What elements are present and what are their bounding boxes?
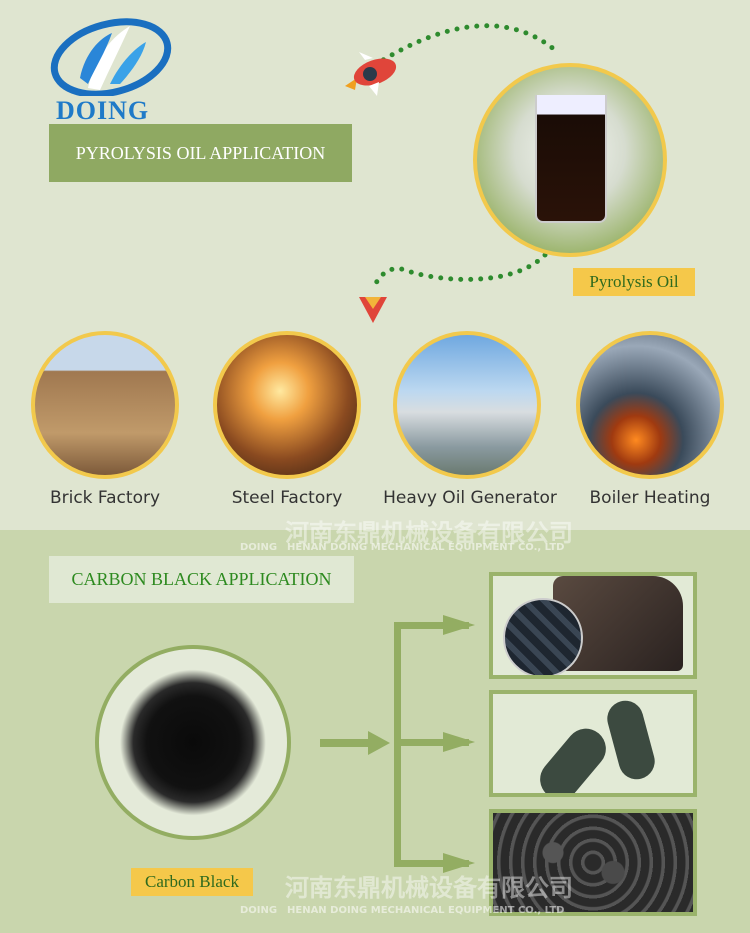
- down-triangle-icon: [359, 297, 387, 323]
- beaker-icon: [535, 95, 607, 223]
- doing-logo-icon: [50, 18, 172, 96]
- watermark-logo-2: DOING: [240, 905, 278, 916]
- pyrolysis-title: PYROLYSIS OIL APPLICATION: [49, 124, 352, 182]
- insole-right-image: [603, 696, 659, 784]
- arrow-to-briquettes: [443, 853, 475, 873]
- heavy-oil-generator-label: Heavy Oil Generator: [383, 488, 557, 508]
- main-arrow-shaft: [320, 739, 370, 747]
- carbon-black-label: Carbon Black: [131, 868, 253, 896]
- watermark-en: HENAN DOING MECHANICAL EQUIPMENT CO., LT…: [287, 542, 565, 553]
- watermark-cn: 河南东鼎机械设备有限公司: [285, 519, 573, 547]
- arrow-to-insole: [443, 732, 475, 752]
- insole-box: [489, 690, 697, 797]
- logo-text: DOING: [56, 96, 150, 125]
- watermark-logo: DOING: [240, 542, 278, 553]
- steel-factory-image: [213, 331, 361, 479]
- arrow-to-shoe: [443, 615, 475, 635]
- boiler-heating-image: [576, 331, 724, 479]
- steel-factory-label: Steel Factory: [231, 488, 343, 508]
- watermark-en-2: HENAN DOING MECHANICAL EQUIPMENT CO., LT…: [287, 905, 565, 916]
- carbon-black-image: [95, 645, 291, 840]
- main-arrow-head: [368, 731, 390, 755]
- watermark-cn-2: 河南东鼎机械设备有限公司: [285, 874, 573, 902]
- brick-factory-image: [31, 331, 179, 479]
- heavy-oil-generator-image: [393, 331, 541, 479]
- dotted-path-decoration: [372, 23, 558, 288]
- brick-factory-label: Brick Factory: [49, 488, 161, 508]
- pyrolysis-oil-label: Pyrolysis Oil: [573, 268, 695, 296]
- boiler-heating-label: Boiler Heating: [589, 488, 711, 508]
- carbon-black-title: CARBON BLACK APPLICATION: [49, 556, 354, 603]
- sole-closeup-image: [503, 598, 583, 675]
- briquettes-box: [489, 809, 697, 916]
- shoe-sole-box: [489, 572, 697, 679]
- branch-arrows: [320, 615, 475, 873]
- rocket-icon: [345, 52, 397, 96]
- insole-left-image: [531, 720, 615, 793]
